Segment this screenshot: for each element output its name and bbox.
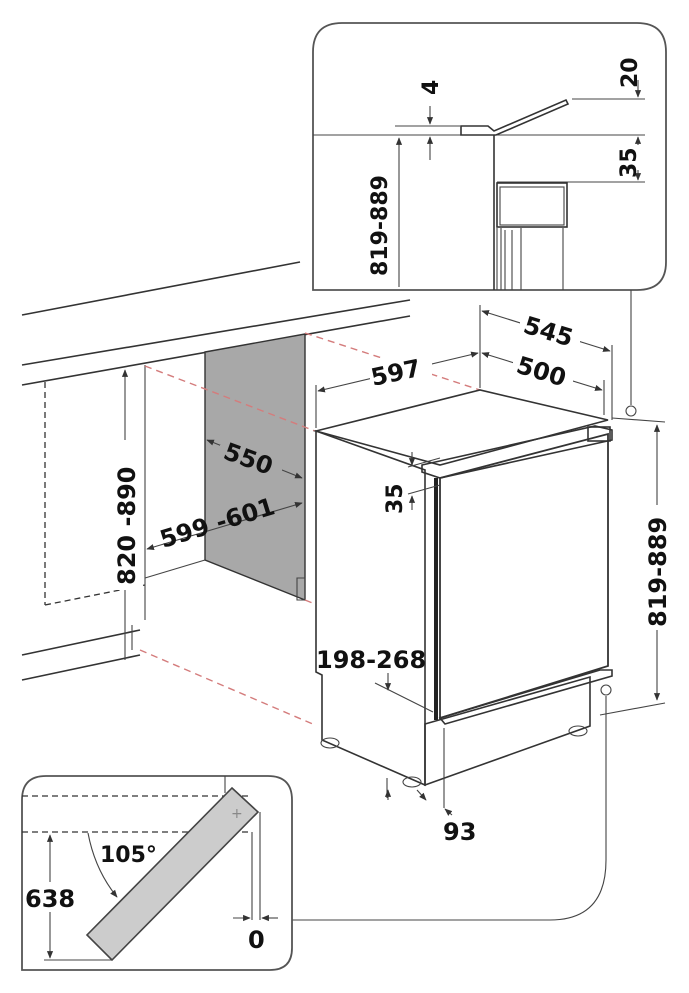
top-detail-panel: 819-889 4 20 35 (312, 22, 667, 417)
appliance-side-face (315, 429, 426, 787)
swing-depth-label: 638 (25, 885, 75, 913)
plinth-top-line (21, 629, 141, 656)
foot-left (320, 737, 340, 749)
plinth-depth-label: 93 (443, 818, 476, 846)
appliance: 597 545 500 35 819-889 198-268 93 (290, 305, 674, 921)
appliance-plinth (424, 675, 591, 787)
niche-depth-label-bg (220, 445, 282, 475)
foot-front (402, 776, 422, 788)
top-clearance-label: 35 (617, 147, 642, 178)
side-clearance-label: 0 (248, 926, 265, 954)
niche-height-label: 820 -890 (113, 466, 141, 585)
appliance-top-face (312, 389, 609, 466)
top-hinge-bar (421, 425, 613, 479)
projection-line-1 (144, 365, 316, 432)
plinth-bottom-line (21, 654, 141, 681)
appliance-top-inner (499, 186, 565, 226)
niche-floor-left (144, 559, 206, 579)
bottom-hinge-bar (438, 669, 613, 725)
swing-depth-label-bg (24, 882, 78, 912)
projection-line-3 (304, 599, 316, 605)
door-detail-panel: + 105° 638 0 (21, 775, 293, 971)
projection-line-2 (304, 332, 481, 391)
plinth-depth-arrow-2 (444, 808, 453, 816)
appliance-door (439, 432, 609, 720)
niche-height-label-bg (108, 440, 142, 590)
top-height-label: 819-889 (368, 175, 393, 276)
opening-angle-label: 105° (100, 843, 157, 868)
height-ext-bottom (599, 702, 666, 716)
bottom-callout-marker (600, 684, 612, 696)
top-gap-label: 35 (383, 483, 408, 514)
hinge-pivot-icon: + (231, 806, 243, 822)
height-ext-top (611, 417, 666, 423)
foot-right (568, 725, 588, 737)
worktop-back-edge (21, 261, 301, 316)
top-hinge-block (587, 426, 611, 442)
width-label-bg (370, 358, 432, 384)
niche-width-arrow (146, 502, 303, 550)
body-depth-label-bg (513, 357, 573, 385)
top-detail-frame (312, 22, 667, 291)
appliance-height-label: 819-889 (644, 517, 672, 627)
total-depth-label-bg (520, 316, 580, 344)
top-callout-marker (625, 405, 637, 417)
gap-ext-bottom (407, 484, 441, 495)
gap-label: 4 (419, 80, 444, 95)
angle-arc (87, 832, 118, 898)
plinth-depth-arrow-1 (416, 789, 427, 801)
projection-line-4 (139, 649, 316, 726)
plinth-height-label: 198-268 (316, 646, 426, 674)
hinge-plate (460, 98, 570, 136)
bottom-callout-connector (290, 696, 607, 921)
worktop-front-top (21, 299, 411, 366)
hinge-raise-label: 20 (618, 57, 643, 88)
plinth-ext (374, 682, 434, 713)
cabinet-niche: 820 -890 550 599 -601 (21, 261, 481, 726)
appliance-top-box (496, 182, 568, 228)
height-label-bg (640, 505, 674, 630)
